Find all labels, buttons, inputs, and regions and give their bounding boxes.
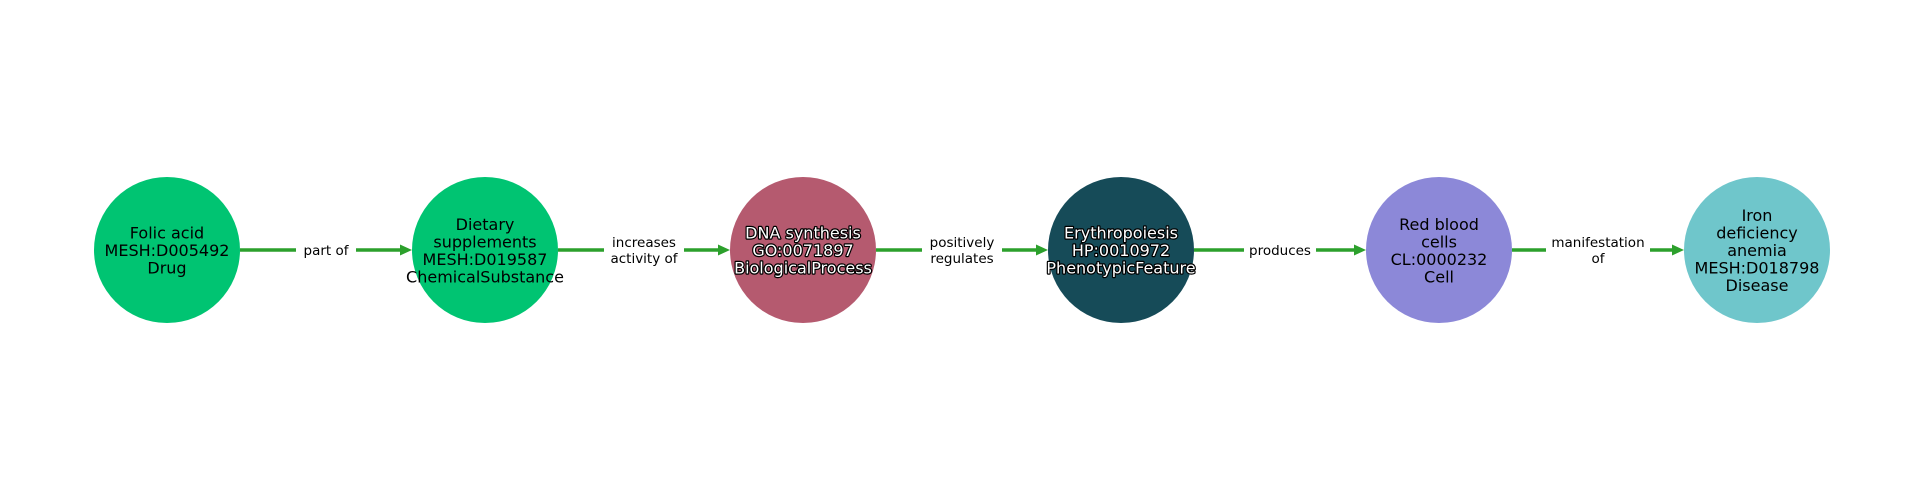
node-label-line: MESH:D005492 — [105, 241, 230, 260]
arrowhead-icon — [1354, 244, 1366, 256]
node-label-line: MESH:D018798 — [1695, 259, 1820, 278]
edge-0-1 — [240, 244, 412, 256]
node-label-line: anemia — [1727, 241, 1787, 260]
node-label-line: deficiency — [1716, 224, 1798, 243]
edge-label-line: produces — [1249, 243, 1311, 259]
node-circle — [730, 177, 876, 323]
node-label-line: Red blood — [1399, 215, 1479, 234]
arrowhead-icon — [718, 244, 730, 256]
node-label-line: HP:0010972 — [1072, 241, 1170, 260]
edge-2-3 — [876, 244, 1048, 256]
node-circle — [412, 177, 558, 323]
arrowhead-icon — [400, 244, 412, 256]
node-label-line: ChemicalSubstance — [406, 267, 564, 286]
edge-label-line: manifestation — [1551, 235, 1644, 251]
node-label-line: CL:0000232 — [1391, 250, 1488, 269]
node-label-line: Folic acid — [130, 224, 204, 243]
node-label-line: Erythropoiesis — [1064, 224, 1178, 243]
node-label-line: Disease — [1726, 276, 1789, 295]
node-label-line: Drug — [147, 259, 186, 278]
node-circle — [1366, 177, 1512, 323]
node-label-line: GO:0071897 — [752, 241, 853, 260]
node-label-line: Dietary — [456, 215, 515, 234]
edge-label-line: activity of — [610, 251, 678, 267]
node-label-line: supplements — [433, 232, 536, 251]
edge-label-line: regulates — [930, 251, 993, 267]
node-circle — [94, 177, 240, 323]
node-label-line: DNA synthesis — [745, 224, 861, 243]
node-circle — [1048, 177, 1194, 323]
node-label-line: cells — [1421, 232, 1457, 251]
node-label-line: PhenotypicFeature — [1046, 259, 1195, 278]
edge-label-line: of — [1591, 251, 1605, 267]
edge-1-2 — [558, 244, 730, 256]
edges-layer — [240, 244, 1684, 256]
edge-label: produces — [1249, 243, 1311, 259]
edge-label-line: part of — [304, 243, 350, 259]
node-label-line: Cell — [1424, 267, 1454, 286]
edge-3-4 — [1194, 244, 1366, 256]
edge-label-line: positively — [930, 235, 995, 251]
arrowhead-icon — [1036, 244, 1048, 256]
edge-label-line: increases — [612, 235, 676, 251]
edge-4-5 — [1512, 244, 1684, 256]
node-circle — [1684, 177, 1830, 323]
node-label-line: MESH:D019587 — [423, 250, 548, 269]
node-label-line: Iron — [1742, 206, 1773, 225]
node-label-line: BiologicalProcess — [734, 259, 872, 278]
edge-label: part of — [304, 243, 350, 259]
arrowhead-icon — [1672, 244, 1684, 256]
